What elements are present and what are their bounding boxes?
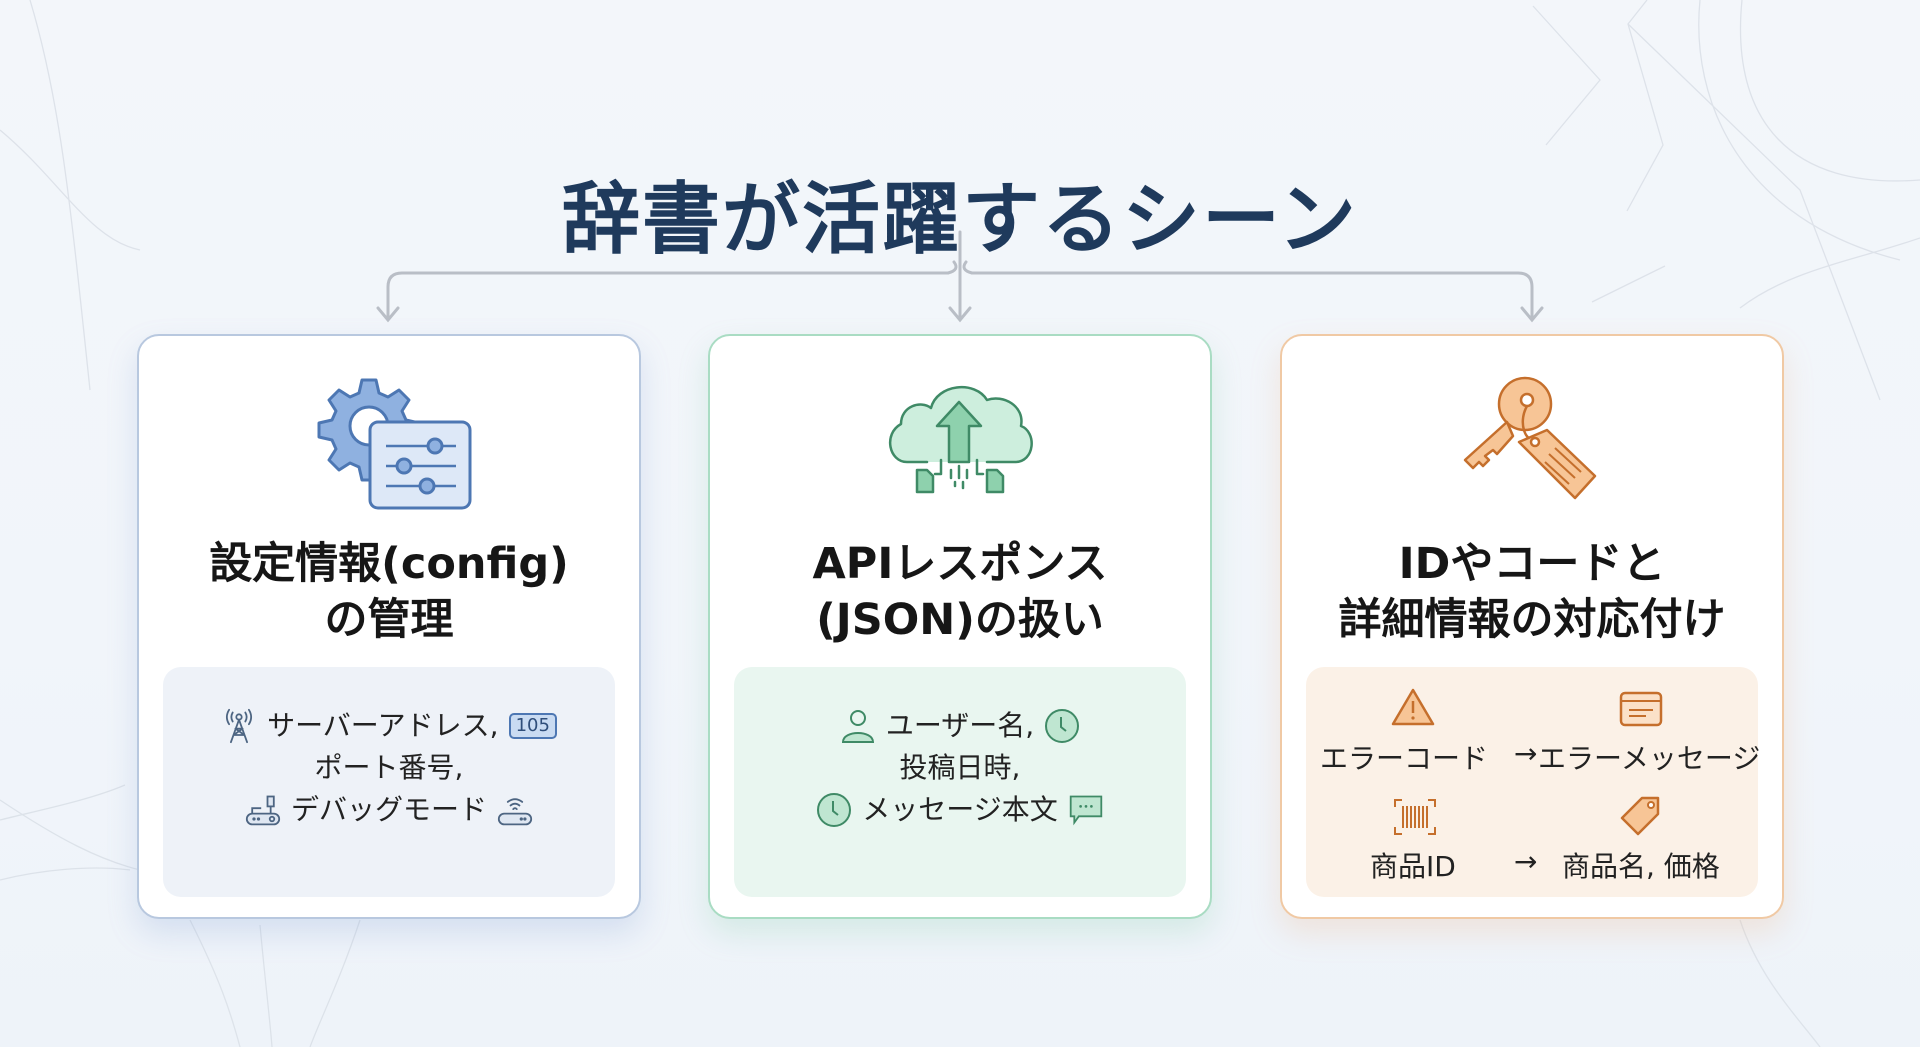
key-tag-icon [1463, 376, 1597, 500]
card-api-response: APIレスポンス (JSON)の扱い ユーザー名, 投稿日時, [708, 334, 1212, 919]
mapping-to: エラーメッセージ [1538, 742, 1761, 775]
detail-box: サーバーアドレス, 105 ポート番号, デバッグモード [163, 667, 615, 897]
price-tag-icon [1620, 796, 1660, 836]
detail-line: ユーザー名, [734, 705, 1186, 747]
detail-line: 投稿日時, [734, 747, 1186, 789]
antenna-tower-icon [226, 708, 253, 744]
gear-settings-icon [317, 378, 472, 510]
detail-text-message-body: メッセージ本文 [862, 793, 1058, 826]
detail-line: ポート番号, [163, 747, 615, 789]
clock-icon [1045, 709, 1080, 743]
card-config: 設定情報(config) の管理 サーバーアドレス, 105 ポート番号, [137, 334, 641, 919]
card-title-line2: (JSON)の扱い [816, 595, 1104, 645]
card-title-line2: の管理 [324, 595, 454, 645]
detail-text-username: ユーザー名, [885, 709, 1035, 742]
mapping-row: エラーコード → エラーメッセージ [1306, 685, 1761, 793]
card-id-mapping: IDやコードと 詳細情報の対応付け エラーコード → エラーメッセージ [1280, 334, 1784, 919]
mapping-row: 商品ID → 商品名, 価格 [1306, 793, 1758, 901]
wifi-router-icon [497, 798, 533, 826]
connector-left-branch [386, 271, 950, 320]
card-title-line1: APIレスポンス [812, 539, 1108, 589]
detail-line: デバッグモード [163, 789, 615, 831]
page-title: 辞書が活躍するシーン [561, 175, 1359, 266]
card-title-line1: 設定情報(config) [209, 539, 569, 589]
mapping-arrow: → [1514, 845, 1538, 878]
arrow-head-center [948, 306, 972, 323]
detail-text-debug-mode: デバッグモード [290, 793, 487, 826]
detail-text-server-address: サーバーアドレス, [267, 709, 499, 742]
detail-line: サーバーアドレス, 105 [163, 705, 615, 747]
card-title: APIレスポンス (JSON)の扱い [710, 536, 1210, 648]
mapping-arrow: → [1514, 737, 1538, 770]
detail-text-port: ポート番号, [314, 751, 464, 784]
cloud-upload-icon [888, 386, 1033, 494]
warning-icon [1391, 688, 1435, 726]
chat-bubble-icon [1069, 795, 1102, 826]
detail-box: エラーコード → エラーメッセージ 商品ID → 商品名, 価格 [1306, 667, 1761, 897]
mapping-from: 商品ID [1370, 850, 1456, 883]
router-device-icon [245, 795, 281, 826]
user-icon [841, 710, 874, 743]
number-badge-icon: 105 [508, 713, 557, 739]
detail-text-posted-at: 投稿日時, [899, 751, 1021, 784]
barcode-icon [1394, 799, 1436, 835]
mapping-from: エラーコード [1320, 742, 1489, 775]
card-title: IDやコードと 詳細情報の対応付け [1282, 536, 1782, 648]
detail-line: メッセージ本文 [734, 789, 1186, 831]
arrow-head-right [1520, 306, 1544, 323]
arrow-head-left [376, 306, 400, 323]
clock-icon [817, 793, 852, 827]
detail-box: ユーザー名, 投稿日時, メッセージ本文 [734, 667, 1186, 897]
connector-right-branch [970, 271, 1534, 320]
card-title: 設定情報(config) の管理 [139, 536, 639, 648]
card-title-line2: 詳細情報の対応付け [1338, 595, 1726, 645]
card-title-line1: IDやコードと [1398, 539, 1666, 589]
message-window-icon [1619, 691, 1663, 727]
mapping-to: 商品名, 価格 [1562, 850, 1720, 883]
